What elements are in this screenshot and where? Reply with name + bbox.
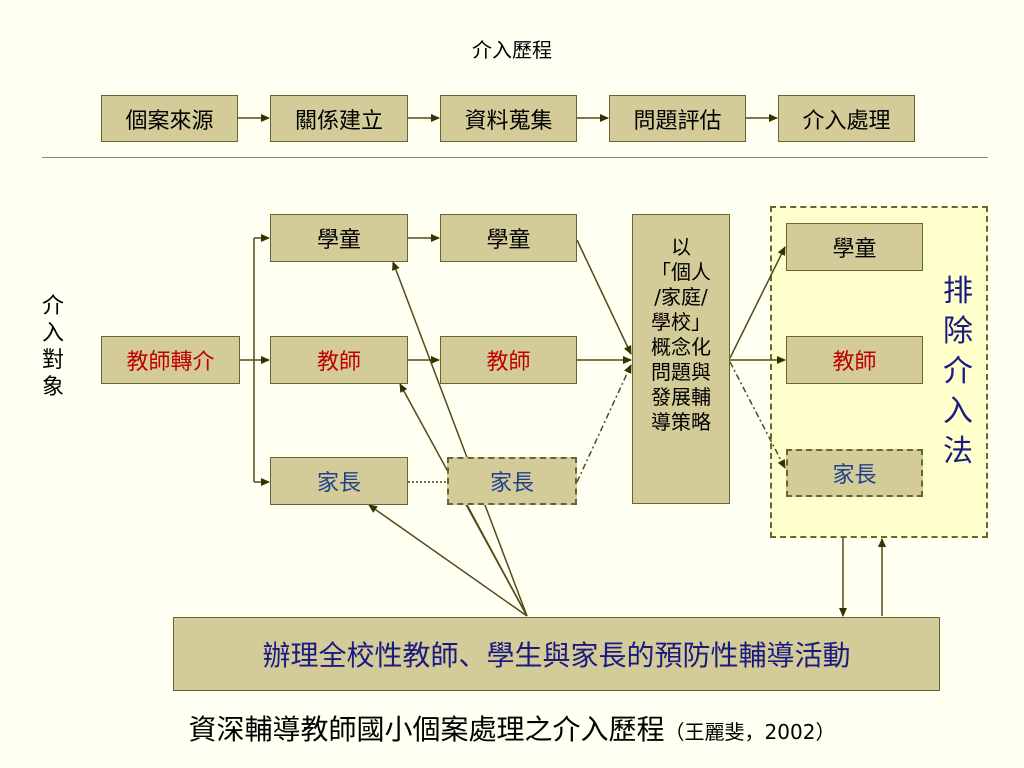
side-label: 介 入 對 象 [38,293,68,401]
col2-teacher-box: 教師 [440,336,577,384]
exclusion-label-char: 除 [943,314,973,349]
exclusion-label: 排 除 介 入 法 [935,272,981,472]
col2-parent-box: 家長 [447,457,577,505]
exclusion-label-char: 排 [943,274,973,309]
strategy-line: 學校」 [651,310,711,334]
step-intervention: 介入處理 [778,95,915,142]
col3-student-box: 學童 [786,223,923,271]
strategy-line: 問題與 [651,360,711,384]
divider-line [42,157,988,158]
col2-student-box: 學童 [440,214,577,262]
side-label-char: 入 [41,321,64,346]
col1-parent-box: 家長 [270,457,408,505]
caption-main: 資深輔導教師國小個案處理之介入歷程 [188,713,665,746]
strategy-line: 以 [671,235,691,259]
col3-parent-box: 家長 [786,449,923,497]
strategy-line: 發展輔 [651,385,711,409]
col3-teacher-box: 教師 [786,336,923,384]
strategy-line: /家庭/ [654,285,708,309]
diagram-caption: 資深輔導教師國小個案處理之介入歷程（王麗斐，2002） [0,708,1024,748]
side-label-char: 介 [41,294,64,319]
caption-citation: （王麗斐，2002） [664,720,836,744]
strategy-line: 概念化 [651,335,711,359]
exclusion-label-char: 介 [943,354,973,389]
side-label-char: 對 [41,348,64,373]
teacher-referral-box: 教師轉介 [101,336,240,384]
prevention-activity-box: 辦理全校性教師、學生與家長的預防性輔導活動 [173,617,940,691]
side-label-char: 象 [41,375,64,400]
step-data-collection: 資料蒐集 [440,95,577,142]
step-case-source: 個案來源 [101,95,238,142]
col1-student-box: 學童 [270,214,408,262]
strategy-box: 以 「個人 /家庭/ 學校」 概念化 問題與 發展輔 導策略 [632,214,730,504]
strategy-line: 導策略 [651,410,711,434]
exclusion-label-char: 入 [943,394,973,429]
step-relationship: 關係建立 [270,95,408,142]
step-assessment: 問題評估 [609,95,746,142]
col1-teacher-box: 教師 [270,336,408,384]
diagram-title: 介入歷程 [472,38,552,62]
exclusion-label-char: 法 [943,434,973,469]
strategy-line: 「個人 [651,260,711,284]
